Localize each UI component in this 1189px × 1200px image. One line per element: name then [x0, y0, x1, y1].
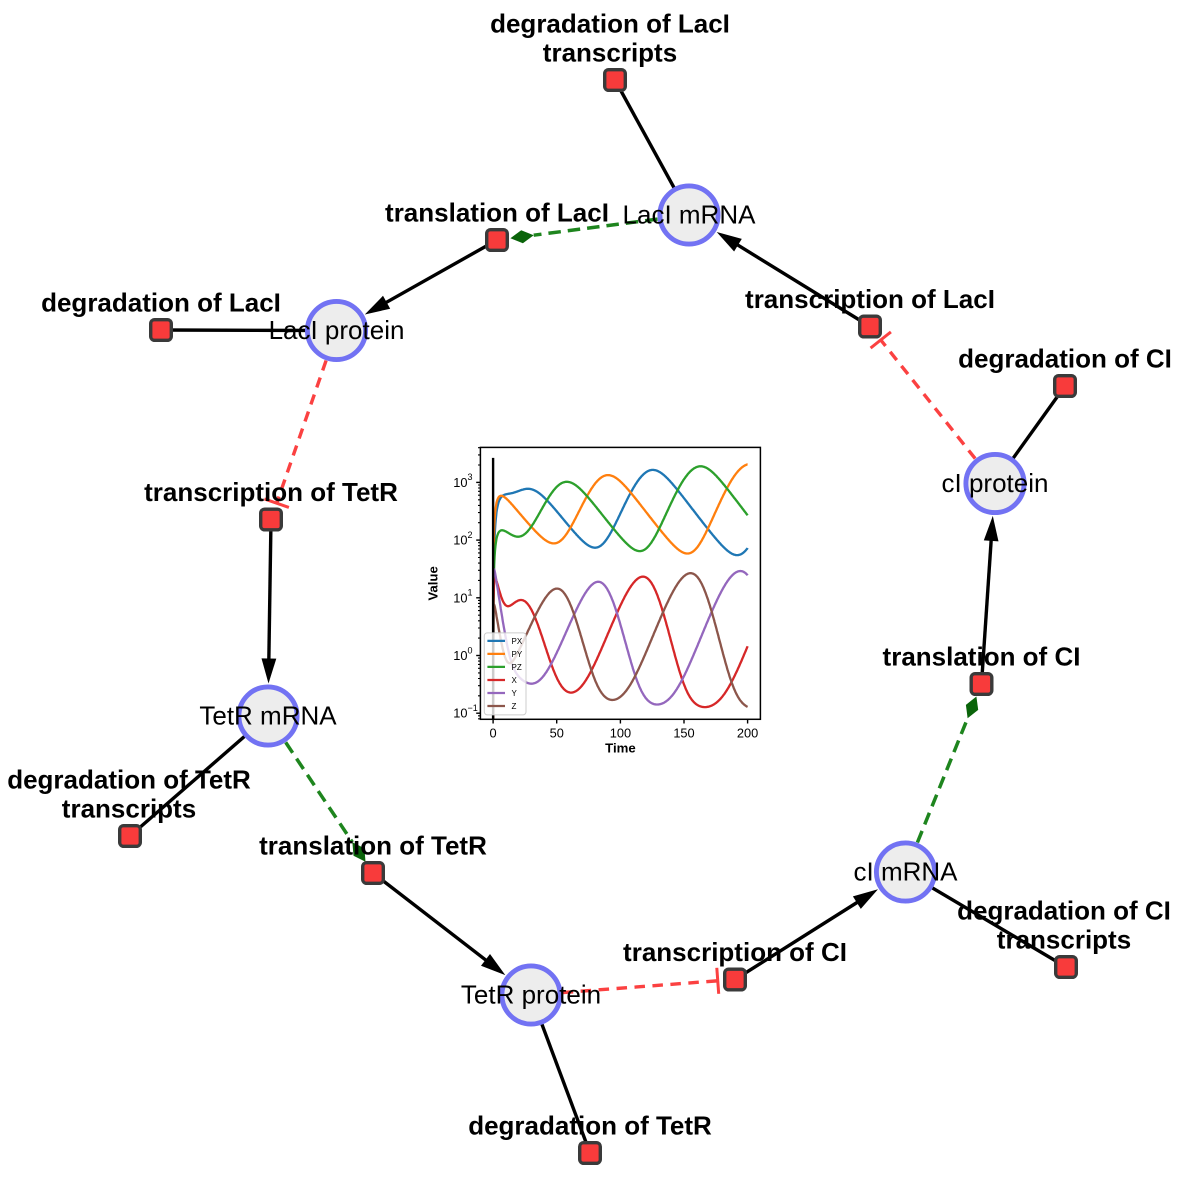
svg-text:Time: Time — [605, 741, 636, 756]
svg-text:LacI mRNA: LacI mRNA — [623, 200, 757, 230]
svg-text:50: 50 — [550, 725, 564, 740]
svg-text:translation of LacI: translation of LacI — [385, 198, 609, 228]
svg-text:10: 10 — [453, 706, 467, 721]
svg-text:degradation of TetR: degradation of TetR — [7, 765, 251, 795]
svg-text:0: 0 — [468, 645, 473, 655]
svg-text:0: 0 — [490, 725, 497, 740]
svg-text:translation of CI: translation of CI — [883, 642, 1081, 672]
svg-text:degradation of LacI: degradation of LacI — [41, 288, 281, 318]
svg-text:Y: Y — [512, 689, 518, 698]
svg-text:100: 100 — [610, 725, 631, 740]
svg-text:degradation of CI: degradation of CI — [957, 896, 1171, 926]
svg-text:2: 2 — [468, 530, 473, 540]
svg-text:transcripts: transcripts — [543, 38, 677, 68]
svg-text:3: 3 — [468, 472, 473, 482]
svg-text:10: 10 — [453, 648, 467, 663]
svg-text:degradation of TetR: degradation of TetR — [468, 1111, 712, 1141]
svg-text:Z: Z — [512, 702, 517, 711]
svg-text:TetR mRNA: TetR mRNA — [199, 701, 337, 731]
svg-text:transcripts: transcripts — [62, 794, 196, 824]
svg-text:PY: PY — [512, 650, 523, 659]
svg-text:X: X — [512, 676, 518, 685]
svg-text:cI protein: cI protein — [942, 468, 1049, 498]
svg-text:PX: PX — [512, 637, 523, 646]
svg-text:transcripts: transcripts — [997, 925, 1131, 955]
svg-text:LacI protein: LacI protein — [269, 315, 405, 345]
svg-text:translation of TetR: translation of TetR — [259, 831, 487, 861]
svg-text:transcription of TetR: transcription of TetR — [144, 477, 398, 507]
svg-text:transcription of LacI: transcription of LacI — [745, 284, 995, 314]
svg-text:10: 10 — [453, 533, 467, 548]
svg-text:TetR protein: TetR protein — [461, 980, 601, 1010]
svg-text:PZ: PZ — [512, 663, 522, 672]
svg-text:150: 150 — [673, 725, 694, 740]
svg-text:1: 1 — [468, 588, 473, 598]
svg-text:10: 10 — [453, 590, 467, 605]
svg-text:Value: Value — [426, 566, 441, 600]
svg-text:−1: −1 — [468, 703, 478, 713]
svg-text:degradation of LacI: degradation of LacI — [490, 9, 730, 39]
svg-text:200: 200 — [737, 725, 758, 740]
svg-text:10: 10 — [453, 475, 467, 490]
svg-text:transcription of CI: transcription of CI — [623, 937, 847, 967]
svg-text:degradation of CI: degradation of CI — [958, 344, 1172, 374]
svg-text:cI mRNA: cI mRNA — [854, 857, 959, 887]
